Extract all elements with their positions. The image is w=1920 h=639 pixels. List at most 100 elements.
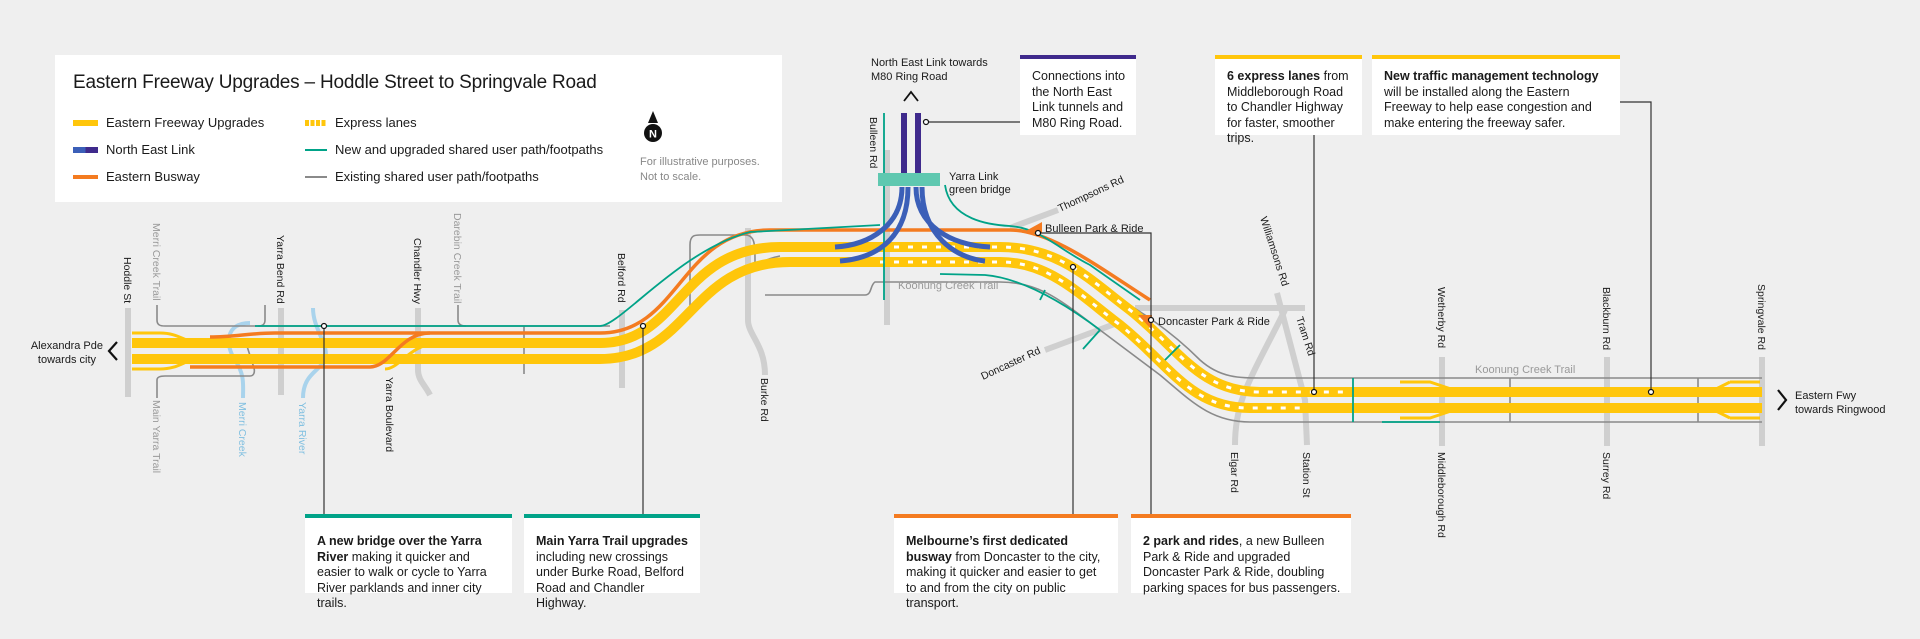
busway-outbound <box>190 331 431 369</box>
burke-rd-label: Burke Rd <box>758 378 770 422</box>
express-lane-inbound <box>880 245 1350 394</box>
leader-dot <box>1069 263 1077 271</box>
callout-heading: Melbourne’s first dedicated busway <box>906 534 1069 564</box>
yarra-link-label-line2: green bridge <box>949 184 1011 196</box>
leader-dots <box>320 118 1655 396</box>
nel-label-line1: North East Link towards <box>871 57 988 69</box>
legend-item-busway: Eastern Busway <box>73 169 200 184</box>
legend-label: New and upgraded shared user path/footpa… <box>335 142 604 157</box>
existing-path-swatch <box>305 175 327 178</box>
yarra-boulevard-label: Yarra Boulevard <box>383 377 395 452</box>
callout-text: will be installed along the Eastern Free… <box>1384 84 1592 130</box>
new-path-crossings <box>1039 289 1440 423</box>
darebin-creek-trail-label: Darebin Creek Trail <box>451 213 463 303</box>
koonung-trail-east-label: Koonung Creek Trail <box>1475 364 1575 376</box>
darebin-trail-path <box>457 305 467 327</box>
callout-text: including new crossings under Burke Road… <box>536 549 685 611</box>
callout-heading: 6 express lanes <box>1227 69 1321 83</box>
thompsons-rd-label: Thompsons Rd <box>1056 174 1126 215</box>
leader-dot <box>320 322 328 330</box>
doncaster-rd-label: Doncaster Rd <box>979 345 1042 383</box>
williamsons-rd-label: Williamsons Rd <box>1257 215 1291 288</box>
nel-swatch <box>73 146 98 153</box>
east-end-label-line1: Eastern Fwy <box>1795 390 1857 402</box>
existing-path-bracket-top <box>257 305 266 327</box>
west-end-label-line2: towards city <box>38 354 97 366</box>
belford-rd-label: Belford Rd <box>615 253 627 303</box>
legend-label: Eastern Freeway Upgrades <box>106 115 265 130</box>
leader-traffic <box>1620 101 1652 392</box>
callout-heading: A new bridge over the Yarra River <box>317 534 482 564</box>
existing-path-south <box>156 339 256 398</box>
legend-label: Existing shared user path/footpaths <box>335 169 539 184</box>
nel-ramp-3 <box>913 186 991 250</box>
legend-panel: Eastern Freeway Upgrades – Hoddle Street… <box>55 55 782 202</box>
freeway-ramp-springvale <box>1709 380 1760 420</box>
chandler-hwy-label: Chandler Hwy <box>411 238 423 305</box>
leader-dot <box>1147 316 1155 324</box>
burke-rd-road <box>745 228 768 376</box>
eastern-busway <box>190 228 1151 369</box>
koonung-west-path <box>765 281 1762 423</box>
doncaster-park-ride-label: Doncaster Park & Ride <box>1158 316 1270 328</box>
hoddle-st-label: Hoddle St <box>121 257 133 303</box>
legend-label: Express lanes <box>335 115 417 130</box>
map-title: Eastern Freeway Upgrades – Hoddle Street… <box>73 72 597 93</box>
callout-connections: Connections into the North East Link tun… <box>1020 55 1136 135</box>
blackburn-rd-label: Blackburn Rd <box>1600 287 1612 350</box>
callout-express-lanes: 6 express lanes from Middleborough Road … <box>1215 55 1362 145</box>
doncaster-rd-road <box>1043 319 1122 353</box>
williamsons-station-road <box>1274 292 1310 446</box>
merri-creek-trail-label: Merri Creek Trail <box>150 223 162 301</box>
callout-traffic-technology: New traffic management technology will b… <box>1372 55 1620 135</box>
busway-swatch <box>73 174 98 179</box>
leader-dot <box>639 322 647 330</box>
existing-path-north <box>156 305 610 327</box>
west-arrow-icon <box>107 341 118 361</box>
yarra-river-label: Yarra River <box>296 402 308 455</box>
merri-creek-label: Merri Creek <box>236 402 248 458</box>
legend-item-existing-paths: Existing shared user path/footpaths <box>305 169 539 184</box>
legend-item-freeway: Eastern Freeway Upgrades <box>73 115 264 130</box>
legend-item-express: Express lanes <box>305 115 417 130</box>
callout-text: making it quicker and easier to walk or … <box>317 549 487 611</box>
nel-ramp-1 <box>834 186 905 250</box>
callout-text: , a new Bulleen Park & Ride and upgraded… <box>1143 534 1341 595</box>
yarra-link-green-bridge <box>878 173 940 186</box>
leader-dot <box>1034 229 1042 237</box>
main-yarra-trail-label: Main Yarra Trail <box>150 400 162 473</box>
koonung-trail-west-label: Koonung Creek Trail <box>898 280 998 292</box>
new-path-koonung <box>939 273 1101 331</box>
north-arrow-icon: N <box>644 111 662 142</box>
nel-label-line2: M80 Ring Road <box>871 71 947 83</box>
nel-ramp-2 <box>839 186 911 264</box>
east-arrow-icon <box>1777 389 1788 411</box>
nel-ramp-4 <box>919 186 986 264</box>
middleborough-rd-label: Middleborough Rd <box>1435 452 1447 538</box>
elgar-rd-label: Elgar Rd <box>1228 452 1240 493</box>
express-lane-outbound <box>880 260 1300 410</box>
callout-heading: 2 park and rides <box>1143 534 1239 548</box>
express-lanes <box>880 245 1350 410</box>
new-paths <box>255 113 1440 423</box>
surrey-rd-label: Surrey Rd <box>1600 452 1612 499</box>
freeway-band-outbound <box>132 257 1762 413</box>
freeway-ramp-middleborough <box>1400 380 1461 420</box>
station-st-label: Station St <box>1300 452 1312 498</box>
callout-main-yarra-trail: Main Yarra Trail upgrades including new … <box>524 514 700 610</box>
rivers <box>226 307 328 399</box>
yarra-link-label-line1: Yarra Link <box>949 171 999 183</box>
note-line: Not to scale. <box>640 171 702 183</box>
bulleen-rd-label: Bulleen Rd <box>867 117 879 169</box>
freeway-swatch <box>73 119 98 126</box>
new-path-yarra-link <box>944 184 1141 301</box>
chandler-hwy-road <box>415 308 433 397</box>
freeway-ramp-west-bottom <box>132 357 201 371</box>
yarra-bend-rd-label: Yarra Bend Rd <box>274 235 286 304</box>
callout-heading: Main Yarra Trail upgrades <box>536 534 688 548</box>
note-line: For illustrative purposes. <box>640 156 760 168</box>
bulleen-park-ride-label: Bulleen Park & Ride <box>1045 223 1143 235</box>
freeway-ramp-west-top <box>132 331 201 345</box>
new-path-main-yarra <box>255 224 881 327</box>
